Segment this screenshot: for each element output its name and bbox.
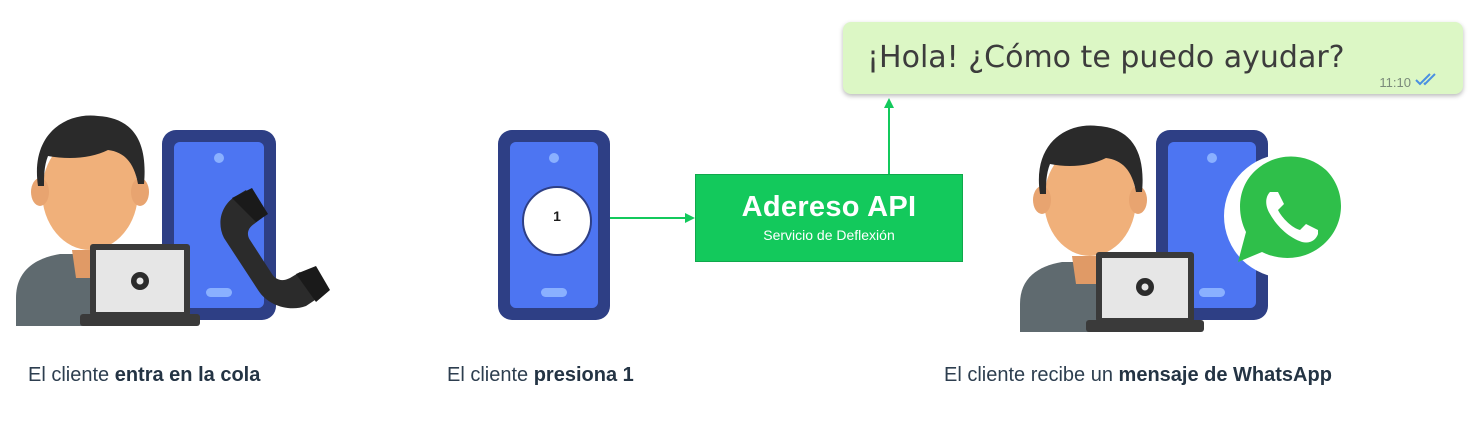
step3-illustration xyxy=(1020,125,1348,332)
api-title: Adereso API xyxy=(741,191,917,223)
step1-caption: El cliente entra en la cola xyxy=(28,364,260,387)
step1-illustration xyxy=(16,115,330,326)
step2-caption: El cliente presiona 1 xyxy=(447,364,634,387)
message-text: ¡Hola! ¿Cómo te puedo ayudar? xyxy=(867,40,1345,75)
step2-caption-prefix: El cliente xyxy=(447,364,534,386)
adereso-api-box: Adereso API Servicio de Deflexión xyxy=(695,174,963,262)
telephone-handset-icon xyxy=(220,188,330,309)
api-subtitle: Servicio de Deflexión xyxy=(763,227,895,243)
step2-caption-bold: presiona 1 xyxy=(533,364,634,386)
message-time: 11:10 xyxy=(1379,75,1411,90)
step2-illustration xyxy=(498,130,610,320)
whatsapp-message-bubble: ¡Hola! ¿Cómo te puedo ayudar? 11:10 xyxy=(843,22,1463,94)
step3-caption-bold: mensaje de WhatsApp xyxy=(1118,364,1332,386)
whatsapp-logo-icon xyxy=(1224,154,1348,278)
step3-caption-prefix: El cliente recibe un xyxy=(944,364,1119,386)
keypad-digit-label: 1 xyxy=(553,208,561,224)
smartphone-keypad-icon xyxy=(498,130,610,320)
laptop-icon xyxy=(80,244,200,326)
laptop-icon xyxy=(1086,252,1204,332)
step1-caption-prefix: El cliente xyxy=(28,364,115,386)
step1-caption-bold: entra en la cola xyxy=(114,364,261,386)
read-receipt-double-check-icon xyxy=(1415,73,1436,86)
smartphone-icon xyxy=(162,130,276,320)
step3-caption: El cliente recibe un mensaje de WhatsApp xyxy=(944,364,1332,387)
flow-arrows xyxy=(610,98,894,223)
